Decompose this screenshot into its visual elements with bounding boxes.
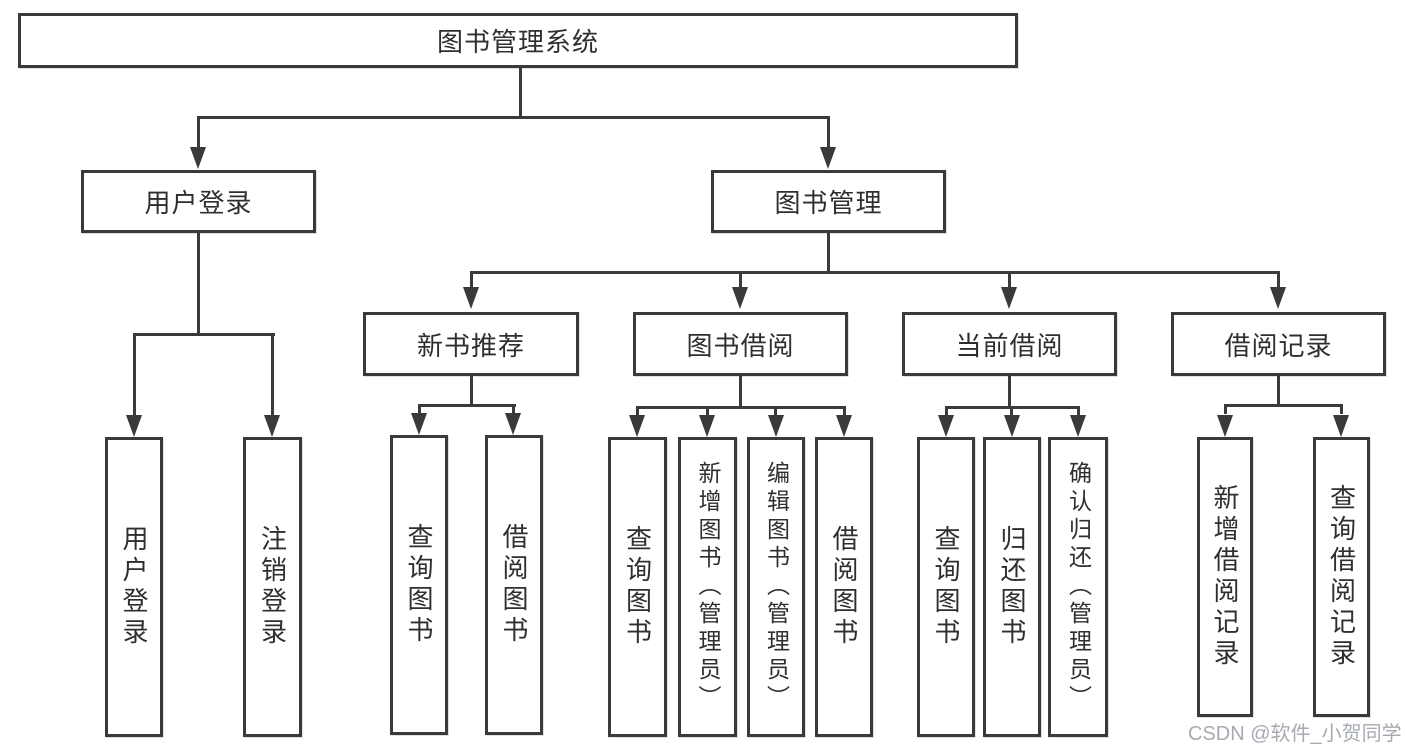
leaf-user-login: 用户登录: [105, 437, 163, 737]
connector-line: [636, 408, 639, 415]
connector-line: [1008, 273, 1011, 287]
arrow-down-icon: [264, 415, 280, 437]
node-new-book-recommendation: 新书推荐: [363, 312, 579, 376]
leaf-edit-books-admin: 编辑图书（管理员）: [747, 437, 805, 737]
leaf-label: 确认归还（管理员）: [1065, 461, 1092, 713]
leaf-return-books: 归还图书: [983, 437, 1041, 737]
leaf-query-books-recommend: 查询图书: [390, 435, 448, 735]
leaf-label: 新增图书（管理员）: [695, 461, 721, 713]
connector-line: [133, 333, 275, 336]
connector-line: [470, 273, 473, 287]
connector-line: [470, 271, 1280, 274]
leaf-add-books-admin: 新增图书（管理员）: [678, 437, 737, 737]
arrow-down-icon: [1270, 287, 1286, 309]
node-label: 图书管理系统: [436, 27, 599, 57]
node-label: 新书推荐: [416, 330, 525, 361]
node-book-management: 图书管理: [711, 170, 946, 233]
arrow-down-icon: [699, 415, 715, 437]
arrow-down-icon: [820, 147, 836, 169]
leaf-label: 注销登录: [257, 525, 288, 649]
leaf-borrow-books-recommend: 借阅图书: [485, 435, 543, 735]
connector-line: [197, 116, 830, 119]
connector-line: [1224, 404, 1343, 407]
arrow-down-icon: [463, 287, 479, 309]
connector-line: [827, 118, 830, 147]
connector-line: [519, 65, 522, 118]
leaf-logout: 注销登录: [243, 437, 302, 737]
arrow-down-icon: [629, 415, 645, 437]
arrow-down-icon: [126, 415, 142, 437]
leaf-query-books-current: 查询图书: [917, 437, 975, 737]
node-label: 借阅记录: [1224, 330, 1333, 361]
node-label: 图书管理: [774, 188, 883, 218]
connector-line: [1008, 376, 1011, 408]
arrow-down-icon: [938, 415, 954, 437]
arrow-down-icon: [411, 413, 427, 435]
connector-line: [1010, 408, 1013, 415]
connector-line: [945, 406, 1080, 409]
connector-line: [636, 406, 846, 409]
connector-line: [1277, 376, 1280, 406]
connector-line: [706, 408, 709, 415]
leaf-borrow-books: 借阅图书: [815, 437, 873, 737]
leaf-label: 新增借阅记录: [1210, 484, 1240, 670]
arrow-down-icon: [1217, 415, 1233, 437]
arrow-down-icon: [1004, 415, 1020, 437]
connector-line: [512, 406, 515, 413]
connector-line: [470, 376, 473, 406]
leaf-label: 查询图书: [404, 523, 434, 647]
leaf-query-borrow-record: 查询借阅记录: [1313, 437, 1370, 717]
connector-line: [418, 406, 421, 413]
node-label: 用户登录: [144, 188, 253, 218]
node-book-borrowing: 图书借阅: [633, 312, 848, 376]
leaf-query-books-borrow: 查询图书: [608, 437, 667, 737]
node-borrowing-records: 借阅记录: [1171, 312, 1386, 376]
leaf-label: 借阅图书: [829, 525, 859, 649]
node-label: 图书借阅: [686, 330, 795, 361]
node-library-management-system: 图书管理系统: [18, 13, 1018, 68]
arrow-down-icon: [768, 415, 784, 437]
leaf-label: 查询借阅记录: [1326, 484, 1357, 670]
leaf-label: 归还图书: [997, 525, 1027, 649]
connector-line: [1340, 406, 1343, 414]
leaf-label: 查询图书: [931, 525, 961, 649]
connector-line: [739, 273, 742, 287]
connector-line: [418, 404, 516, 407]
connector-line: [271, 335, 274, 415]
arrow-down-icon: [1070, 415, 1086, 437]
node-user-login: 用户登录: [81, 170, 316, 233]
connector-line: [739, 376, 742, 408]
watermark: CSDN @软件_小贺同学: [1188, 723, 1402, 745]
leaf-label: 用户登录: [119, 525, 149, 649]
arrow-down-icon: [1001, 287, 1017, 309]
connector-line: [133, 335, 136, 415]
connector-line: [1224, 406, 1227, 414]
arrow-down-icon: [836, 415, 852, 437]
leaf-label: 借阅图书: [499, 523, 529, 647]
node-current-borrowing: 当前借阅: [902, 312, 1117, 376]
connector-line: [774, 408, 777, 415]
arrow-down-icon: [190, 147, 206, 169]
leaf-label: 查询图书: [622, 525, 653, 649]
connector-line: [1277, 273, 1280, 287]
arrow-down-icon: [732, 287, 748, 309]
connector-line: [197, 118, 200, 147]
connector-line: [843, 408, 846, 415]
connector-line: [1077, 408, 1080, 415]
connector-line: [827, 233, 830, 273]
node-label: 当前借阅: [955, 330, 1064, 361]
leaf-confirm-return-admin: 确认归还（管理员）: [1048, 437, 1108, 737]
leaf-label: 编辑图书（管理员）: [763, 461, 790, 713]
arrow-down-icon: [1333, 415, 1349, 437]
connector-line: [945, 408, 948, 415]
connector-line: [197, 233, 200, 335]
leaf-add-borrow-record: 新增借阅记录: [1197, 437, 1253, 717]
arrow-down-icon: [505, 413, 521, 435]
